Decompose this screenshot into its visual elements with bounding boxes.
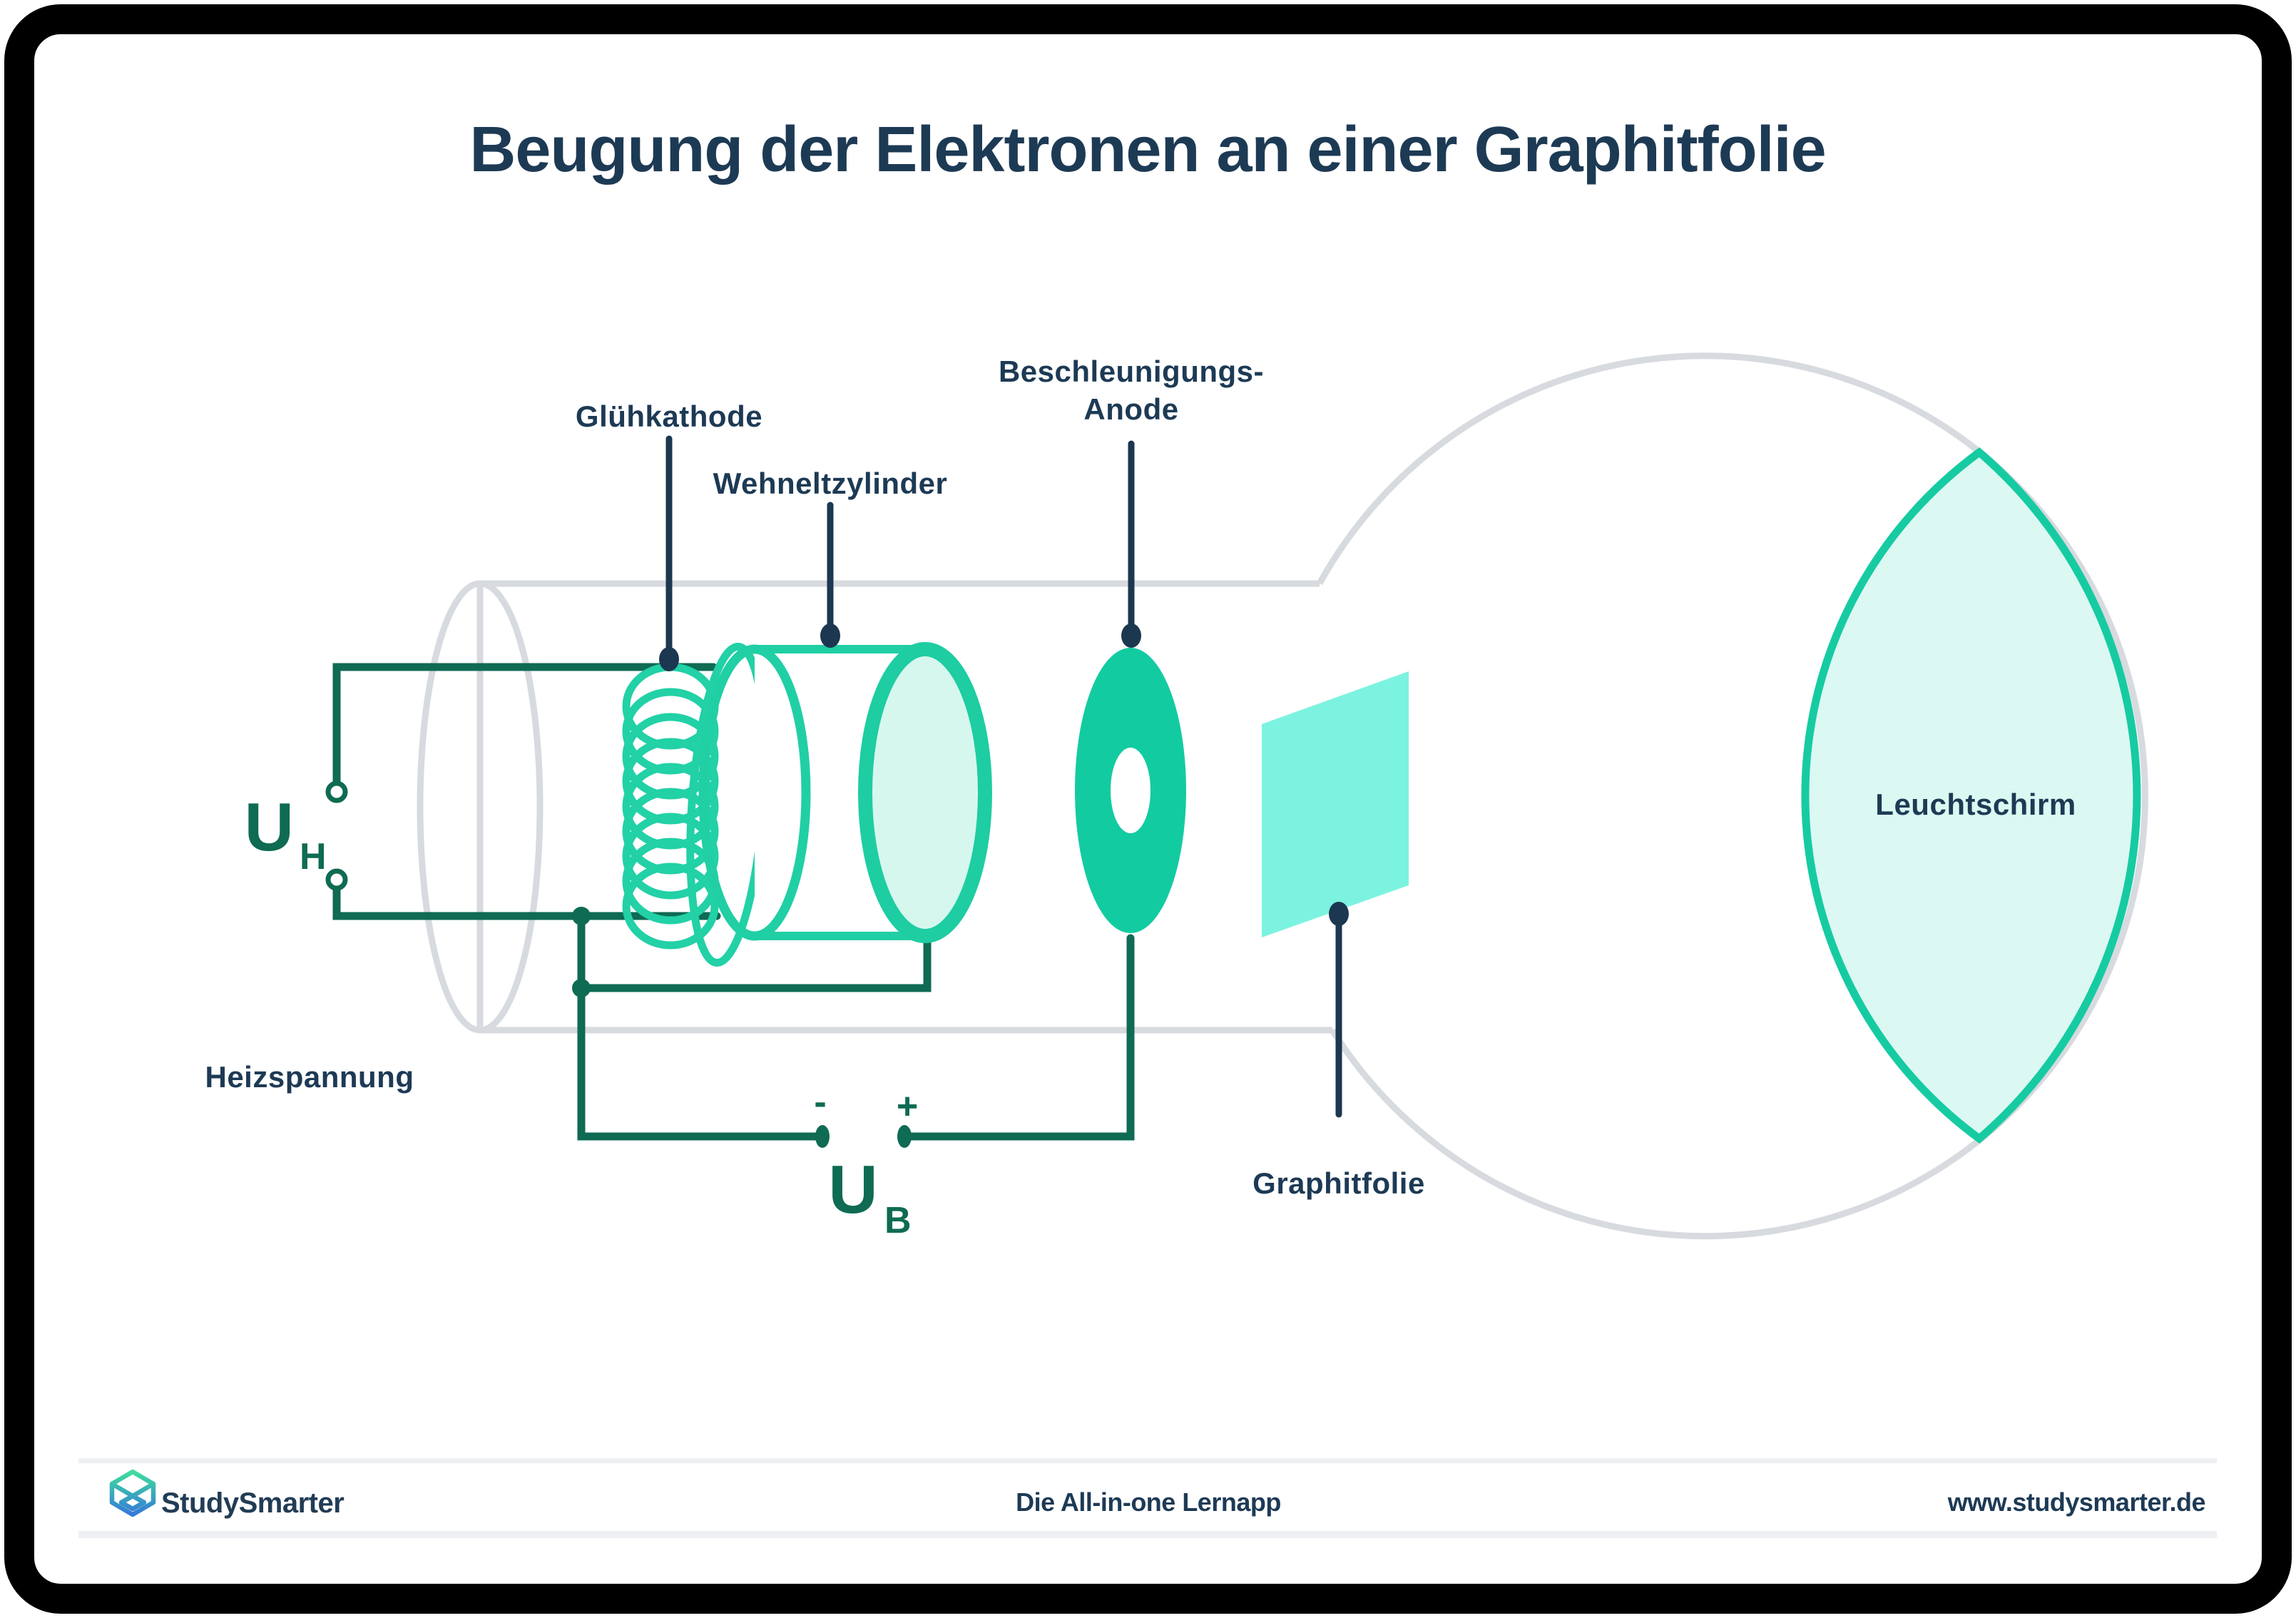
wehneltzylinder-leader-dot bbox=[820, 624, 840, 648]
graphitfolie-leader-dot bbox=[1329, 902, 1349, 926]
leader-lines bbox=[665, 435, 1342, 1118]
battery-minus-wire bbox=[577, 984, 825, 1141]
gluehkathode-leader-dot bbox=[659, 647, 679, 671]
junction-dot-2 bbox=[572, 979, 591, 997]
footer: StudySmarter Die All-in-one Lernapp www.… bbox=[78, 1458, 2217, 1538]
battery-minus-terminal bbox=[815, 1125, 830, 1148]
battery-minus-sign: - bbox=[814, 1082, 826, 1123]
battery-plus-sign: + bbox=[897, 1086, 918, 1127]
graphitfolie-label: Graphitfolie bbox=[1252, 1166, 1425, 1200]
heater-top-wire bbox=[332, 663, 718, 788]
image-frame-border bbox=[4, 4, 2292, 1614]
uh-terminal-bottom bbox=[325, 868, 348, 891]
wehneltzylinder-label: Wehneltzylinder bbox=[713, 467, 948, 500]
cylinder-right-rim bbox=[858, 642, 992, 943]
gluehkathode-label: Glühkathode bbox=[576, 400, 762, 433]
anode-leader-dot bbox=[1121, 624, 1141, 648]
ub-symbol: U bbox=[828, 1151, 877, 1228]
graphitfolie-foil bbox=[1262, 671, 1409, 937]
uh-terminal-top bbox=[325, 780, 348, 803]
circuit-junctions bbox=[572, 907, 912, 1148]
uh-symbol: U bbox=[245, 789, 294, 865]
battery-plus-terminal bbox=[897, 1125, 912, 1148]
heizspannung-label: Heizspannung bbox=[205, 1060, 414, 1094]
beschleunigungs-anode-label-line2: Anode bbox=[1083, 392, 1178, 426]
studysmarter-logo-icon bbox=[109, 1469, 156, 1517]
heater-terminals bbox=[325, 780, 348, 891]
uh-subscript: H bbox=[300, 836, 327, 877]
tube-bulb-circle bbox=[1317, 352, 2148, 1240]
footer-separator-top bbox=[78, 1458, 2217, 1463]
leuchtschirm-label: Leuchtschirm bbox=[1875, 788, 2076, 821]
cylinder-left-rim bbox=[698, 644, 811, 941]
leader-dots bbox=[659, 624, 1349, 926]
vacuum-tube-outline bbox=[417, 352, 2148, 1240]
logo-inner-diamond bbox=[118, 1493, 147, 1512]
page-title: Beugung der Elektronen an einer Graphitf… bbox=[469, 114, 1825, 185]
leuchtschirm-screen bbox=[1801, 447, 2141, 1144]
coil-loop bbox=[622, 813, 719, 900]
wehnelt-wire bbox=[577, 935, 932, 992]
battery-plus-anode-wire bbox=[900, 934, 1135, 1141]
junction-dot-1 bbox=[572, 907, 591, 925]
logo-lid-diamond bbox=[109, 1469, 156, 1499]
coil-loop bbox=[622, 863, 719, 950]
footer-separator-bottom bbox=[78, 1531, 2217, 1538]
footer-tagline: Die All-in-one Lernapp bbox=[1016, 1487, 1281, 1517]
footer-brand-text: StudySmarter bbox=[161, 1487, 344, 1519]
ub-subscript: B bbox=[884, 1200, 912, 1241]
wehnelt-cylinder bbox=[698, 642, 992, 943]
logo-box-body bbox=[109, 1481, 156, 1517]
circuit-wiring bbox=[332, 663, 1135, 1141]
anode-disc bbox=[1075, 648, 1186, 933]
footer-website: www.studysmarter.de bbox=[1947, 1487, 2205, 1517]
anode-aperture bbox=[1111, 748, 1150, 833]
beschleunigungs-anode-label-line1: Beschleunigungs- bbox=[999, 355, 1264, 388]
